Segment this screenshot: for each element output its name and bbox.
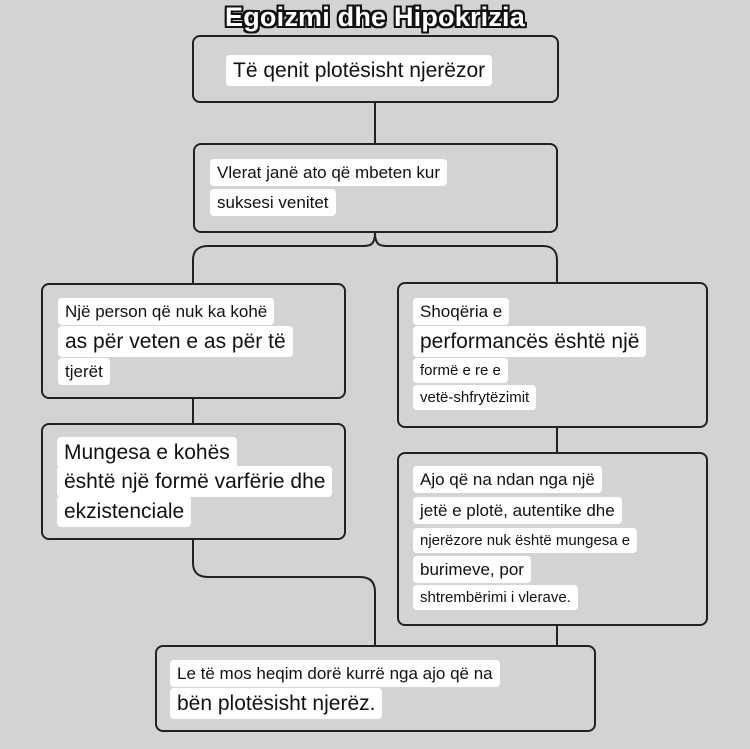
node-top-text-line1: Të qenit plotësisht njerëzor xyxy=(226,55,493,86)
node-top xyxy=(192,35,559,103)
node-left-2 xyxy=(41,423,346,540)
node-bottom xyxy=(155,645,596,732)
node-second xyxy=(193,143,558,233)
node-right-1-text-line1: Shoqëria e xyxy=(413,298,510,325)
diagram-title: Egoizmi dhe Hipokrizia xyxy=(225,2,525,32)
node-left-1 xyxy=(41,283,346,399)
node-bottom-text-line2: bën plotësisht njerëz. xyxy=(170,688,383,719)
node-left-1-text-line2: as për veten e as për të xyxy=(58,326,293,357)
node-right-2 xyxy=(397,452,708,626)
node-left-2-text-line1: Mungesa e kohës xyxy=(57,437,237,468)
node-right-2-text-line5: shtrembërimi i vlerave. xyxy=(413,585,578,610)
node-left-2-text-line3: ekzistenciale xyxy=(57,496,192,527)
node-left-1-text-line3: tjerët xyxy=(58,358,110,385)
node-left-2-text-line2: është një formë varfërie dhe xyxy=(57,466,333,497)
node-right-2-text-line1: Ajo që na ndan nga një xyxy=(413,466,602,493)
node-second-text-line2: suksesi venitet xyxy=(210,189,336,216)
node-right-1-text-line4: vetë-shfrytëzimit xyxy=(413,385,537,410)
connector-second-to-right1 xyxy=(374,232,558,283)
node-bottom-text-line1: Le të mos heqim dorë kurrë nga ajo që na xyxy=(170,660,500,687)
node-left-1-text-line1: Një person që nuk ka kohë xyxy=(58,298,275,325)
node-right-2-text-line2: jetë e plotë, autentike dhe xyxy=(413,497,622,524)
connector-second-to-left1 xyxy=(192,232,376,283)
connector-left2-to-bottom xyxy=(192,540,376,646)
node-right-1 xyxy=(397,282,708,428)
node-right-2-text-line4: burimeve, por xyxy=(413,556,531,583)
node-right-1-text-line3: formë e re e xyxy=(413,358,508,383)
node-right-1-text-line2: performancës është një xyxy=(413,326,647,357)
node-second-text-line1: Vlerat janë ato që mbeten kur xyxy=(210,159,448,186)
node-right-2-text-line3: njerëzore nuk është mungesa e xyxy=(413,528,638,553)
